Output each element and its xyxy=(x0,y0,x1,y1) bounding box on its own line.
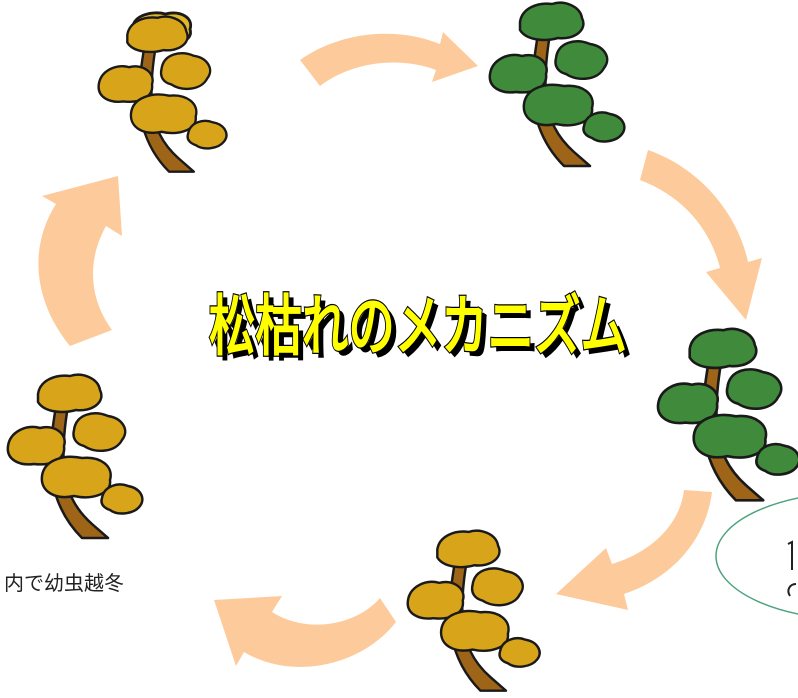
pine-tree-diseased-left xyxy=(6,373,144,540)
arrow-lower-right xyxy=(556,490,712,610)
arrow-top xyxy=(300,32,478,86)
arrow-left xyxy=(38,176,122,346)
pine-tree-diseased-bottom xyxy=(406,529,541,692)
caption-left: 内で幼虫越冬 xyxy=(4,571,124,595)
pine-tree-wilting-top xyxy=(97,11,228,173)
title-shadow: 松枯れのメカニズム xyxy=(214,293,632,370)
pine-tree-healthy-right xyxy=(656,327,798,502)
diagram-title: 松枯れのメカニズム 松枯れのメカニズム xyxy=(208,287,632,370)
cycle-arrows xyxy=(38,32,762,667)
arrow-upper-right xyxy=(640,150,762,320)
pine-tree-healthy-top xyxy=(488,1,626,168)
arrow-bottom xyxy=(214,596,396,667)
callout-bubble xyxy=(715,497,798,615)
title-text: 松枯れのメカニズム xyxy=(209,288,627,365)
